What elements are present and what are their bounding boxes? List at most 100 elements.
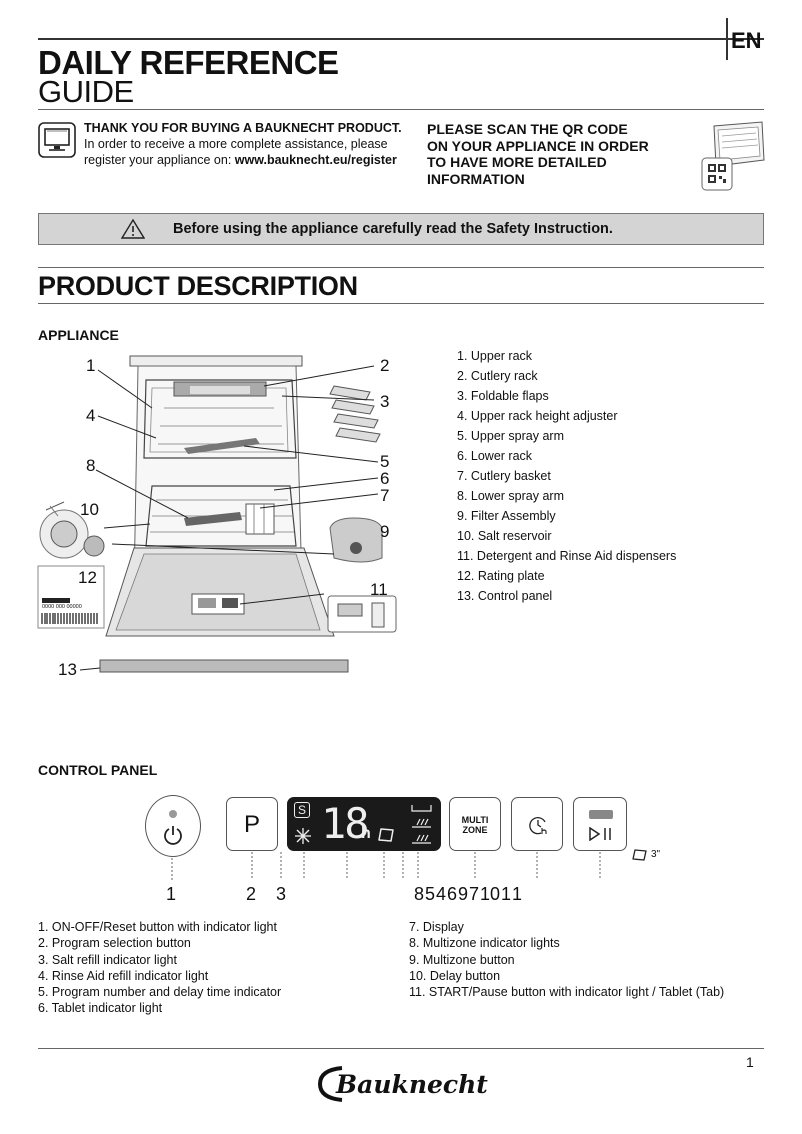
cp-number-4: 4 [436, 884, 447, 904]
power-indicator-light [169, 810, 177, 818]
brand-swoosh-icon [317, 1066, 343, 1102]
cp-list-item: 5. Program number and delay time indicat… [38, 985, 282, 1000]
qr-line-4: INFORMATION [427, 170, 525, 187]
cp-list-item: 8. Multizone indicator lights [409, 936, 560, 951]
program-selection-button[interactable]: P [226, 797, 278, 851]
legend-item: 5. Upper spray arm [457, 429, 564, 443]
legend-item: 12. Rating plate [457, 569, 545, 583]
cp-number-group: 8 5 4 6 9 7 10 1 1 [414, 884, 523, 905]
legend-item: 1. Upper rack [457, 349, 533, 363]
register-prefix: register your appliance on: [84, 153, 235, 167]
legend-item: 9. Filter Assembly [457, 509, 556, 523]
tablet-indicator-icon [377, 827, 395, 848]
cp-list-item: 1. ON-OFF/Reset button with indicator li… [38, 920, 277, 934]
cp-number-5: 5 [425, 884, 436, 904]
callout-1: 1 [86, 356, 96, 375]
brand-name: Bauknecht [336, 1069, 488, 1099]
program-button-label: P [243, 811, 260, 838]
cp-number-10: 10 [480, 884, 501, 904]
legend-item: 2. Cutlery rack [457, 369, 538, 383]
assistance-line: In order to receive a more complete assi… [84, 137, 388, 151]
callout-11: 11 [370, 580, 388, 599]
thank-you-heading: THANK YOU FOR BUYING A BAUKNECHT PRODUCT… [84, 121, 402, 135]
multizone-button[interactable]: MULTI ZONE [449, 797, 501, 851]
cp-number-8: 8 [414, 884, 425, 904]
callout-5: 5 [380, 452, 390, 471]
dishwasher-qr-illustration [700, 120, 768, 199]
page-title: DAILY REFERENCE [38, 44, 339, 81]
thank-you-text: THANK YOU FOR BUYING A BAUKNECHT PRODUCT… [84, 120, 414, 168]
legend-item: 6. Lower rack [457, 449, 533, 463]
cp-number-2: 2 [246, 884, 257, 904]
callout-6: 6 [380, 469, 390, 488]
multizone-label-1: MULTI [461, 815, 489, 825]
multizone-indicator-lights [411, 803, 433, 852]
warning-triangle-icon [121, 219, 145, 239]
brand-logo: Bauknecht [316, 1064, 488, 1104]
cp-list-item: 11. START/Pause button with indicator li… [409, 985, 725, 1000]
cp-list-item: 9. Multizone button [409, 952, 515, 967]
cp-number-11a: 1 [501, 884, 512, 904]
start-indicator-light [589, 810, 613, 819]
callout-9: 9 [380, 522, 390, 541]
appliance-diagram: 1 2 3 4 5 6 7 8 9 10 11 12 13 Service: 0… [34, 348, 414, 684]
legend-item: 11. Detergent and Rinse Aid dispensers [457, 549, 677, 563]
cp-list-item: 4. Rinse Aid refill indicator light [38, 968, 209, 983]
cp-number-11b: 1 [512, 884, 523, 904]
cp-list-item: 7. Display [409, 920, 464, 934]
start-pause-button[interactable] [573, 797, 627, 851]
qr-instructions: PLEASE SCAN THE QR CODE ON YOUR APPLIANC… [427, 121, 649, 187]
callout-2: 2 [380, 356, 390, 375]
register-url[interactable]: www.bauknecht.eu/register [234, 153, 397, 167]
cp-number-3: 3 [276, 884, 287, 904]
cp-number-1: 1 [166, 884, 177, 904]
multizone-label-2: ZONE [462, 825, 488, 835]
product-description-title: PRODUCT DESCRIPTION [38, 271, 358, 301]
callout-13: 13 [58, 660, 77, 679]
delay-button[interactable] [511, 797, 563, 851]
appliance-heading: APPLIANCE [38, 327, 119, 343]
safety-banner-text: Before using the appliance carefully rea… [173, 221, 613, 237]
play-pause-icon [589, 826, 613, 846]
control-panel-list-left: 1. ON-OFF/Reset button with indicator li… [38, 919, 281, 1017]
monitor-icon [38, 122, 76, 163]
legend-item: 7. Cutlery basket [457, 469, 551, 483]
page-subtitle: GUIDE [38, 74, 134, 109]
page-number: 1 [746, 1054, 754, 1070]
power-icon [162, 824, 184, 851]
display: S 18 h [287, 797, 441, 851]
language-code: EN [731, 28, 762, 53]
salt-refill-indicator: S [294, 802, 310, 818]
rating-plate-brand: Service: [42, 593, 66, 599]
delay-clock-icon [527, 814, 549, 841]
legend-item: 10. Salt reservoir [457, 529, 552, 543]
qr-line-3: TO HAVE MORE DETAILED [427, 154, 607, 170]
rinse-aid-indicator-icon [294, 827, 312, 850]
qr-line-2: ON YOUR APPLIANCE IN ORDER [427, 137, 649, 154]
appliance-legend: 1. Upper rack 2. Cutlery rack 3. Foldabl… [457, 346, 676, 606]
legend-item: 8. Lower spray arm [457, 489, 564, 503]
cp-number-9: 9 [458, 884, 469, 904]
tablet-hold-time: 3" [651, 849, 661, 860]
cp-number-6: 6 [447, 884, 458, 904]
callout-10: 10 [80, 500, 99, 519]
program-number-indicator: 18 [321, 799, 370, 848]
safety-banner: Before using the appliance carefully rea… [38, 213, 764, 245]
cp-list-item: 3. Salt refill indicator light [38, 952, 177, 967]
callout-12: 12 [78, 568, 97, 587]
control-panel-heading: CONTROL PANEL [38, 762, 158, 778]
callout-4: 4 [86, 406, 96, 425]
legend-item: 3. Foldable flaps [457, 389, 549, 403]
qr-line-1: PLEASE SCAN THE QR CODE [427, 121, 628, 137]
on-off-button[interactable] [145, 795, 201, 857]
callout-8: 8 [86, 456, 96, 475]
callout-7: 7 [380, 486, 390, 505]
rating-plate-code: 0000 000 00000 [42, 604, 82, 610]
callout-3: 3 [380, 392, 390, 411]
delay-unit: h [361, 825, 371, 842]
cp-list-item: 6. Tablet indicator light [38, 1001, 163, 1016]
cp-list-item: 2. Program selection button [38, 936, 191, 951]
legend-item: 13. Control panel [457, 589, 553, 603]
legend-item: 4. Upper rack height adjuster [457, 409, 618, 423]
